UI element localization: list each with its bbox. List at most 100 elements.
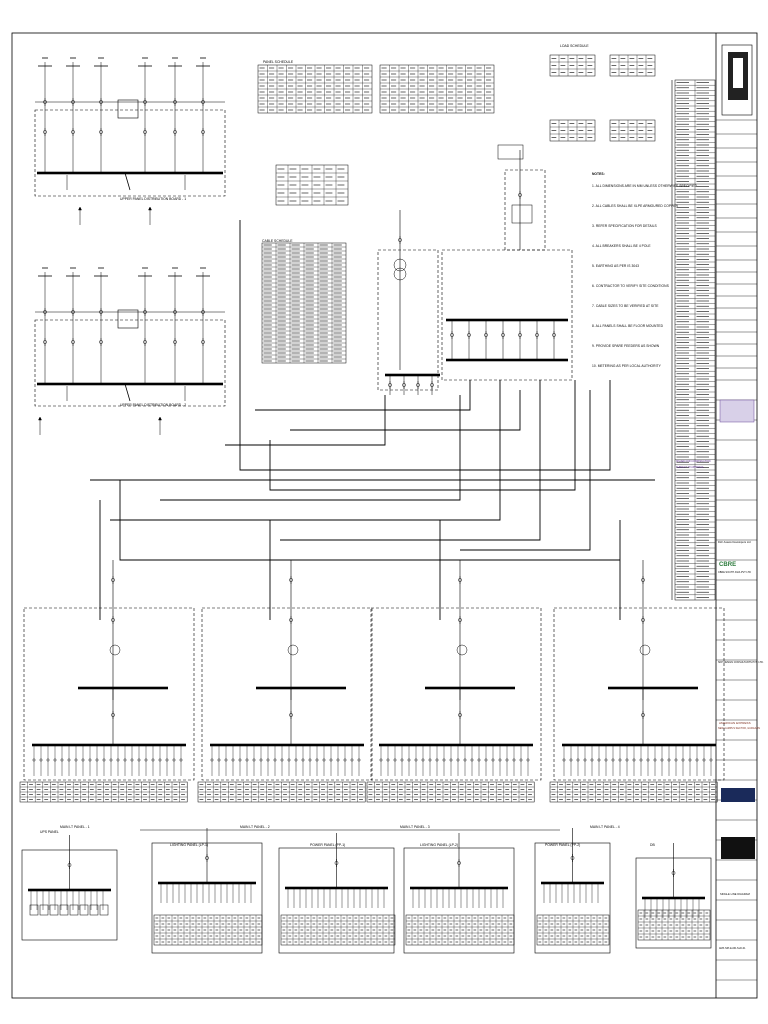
meter-symbol bbox=[109, 644, 121, 656]
mccb-symbol bbox=[400, 758, 404, 762]
panel-busbar bbox=[425, 686, 515, 690]
rating-table bbox=[609, 54, 656, 77]
metering-block bbox=[117, 99, 139, 119]
panel-caption-bottom-4: LIGHTING PANEL (LP-2) bbox=[420, 843, 459, 847]
dg-symbol bbox=[511, 204, 533, 224]
dg-label-box bbox=[497, 144, 524, 160]
dg-panel-boundary bbox=[504, 169, 546, 251]
sub-panel-table bbox=[280, 914, 396, 946]
distribution-busbar bbox=[32, 743, 186, 747]
mccb-symbol bbox=[569, 758, 573, 762]
panel-caption-top-1: UPPER PANEL DISTRIBUTION BOARD - 1 bbox=[120, 197, 187, 201]
interconnect-cable bbox=[290, 390, 521, 431]
mccb-symbol bbox=[224, 758, 228, 762]
stamp-line-2: SUBJECT TO APPROVAL bbox=[676, 466, 704, 469]
mccb-symbol bbox=[576, 758, 580, 762]
panel-caption-mid-1: MAIN LT PANEL - 1 bbox=[60, 825, 90, 829]
mccb-symbol bbox=[336, 758, 340, 762]
meter-symbol bbox=[456, 644, 468, 656]
mccb-symbol bbox=[456, 758, 460, 762]
mccb-symbol bbox=[414, 758, 418, 762]
mccb-symbol bbox=[590, 758, 594, 762]
mccb-symbol bbox=[407, 758, 411, 762]
note-4: 4. ALL BREAKERS SHALL BE 4 POLE bbox=[592, 244, 651, 248]
mccb-symbol bbox=[165, 758, 169, 762]
panel-caption-bottom-6: DB bbox=[650, 843, 655, 847]
key-plan-frame bbox=[721, 44, 753, 116]
main-lt-panel-boundary bbox=[370, 607, 542, 781]
mccb-symbol bbox=[428, 758, 432, 762]
arrow-head bbox=[158, 416, 162, 421]
mccb-symbol bbox=[109, 758, 113, 762]
mccb-symbol bbox=[102, 758, 106, 762]
designer-logo bbox=[721, 788, 755, 802]
transformer-symbol bbox=[393, 267, 407, 281]
table-title-2: LOAD SCHEDULE bbox=[560, 44, 589, 48]
arrow-head bbox=[78, 206, 82, 211]
mccb-symbol bbox=[674, 758, 678, 762]
mccb-symbol bbox=[343, 758, 347, 762]
mccb-symbol bbox=[667, 758, 671, 762]
mccb-symbol bbox=[702, 758, 706, 762]
logo-block bbox=[721, 837, 755, 859]
upper-panel-busbar bbox=[37, 171, 223, 175]
meter-symbol bbox=[639, 644, 651, 656]
mccb-symbol bbox=[151, 758, 155, 762]
mccb-symbol bbox=[252, 758, 256, 762]
rating-table bbox=[609, 119, 656, 142]
ups-module bbox=[39, 904, 49, 916]
mccb-symbol bbox=[273, 758, 277, 762]
notes-title: NOTES: bbox=[592, 172, 605, 176]
interconnect-cable bbox=[460, 390, 591, 551]
bus-coupler bbox=[124, 172, 131, 191]
distribution-busbar bbox=[562, 743, 716, 747]
project-subtitle: NEW CAMPUS SECTOR, GURGAON bbox=[718, 727, 761, 730]
main-lt-panel-boundary bbox=[553, 607, 725, 781]
mccb-symbol bbox=[158, 758, 162, 762]
interconnect-cable bbox=[239, 220, 611, 471]
mccb-symbol bbox=[123, 758, 127, 762]
mccb-symbol bbox=[245, 758, 249, 762]
mccb-symbol bbox=[287, 758, 291, 762]
mccb-symbol bbox=[393, 758, 397, 762]
mccb-symbol bbox=[315, 758, 319, 762]
bus-coupler bbox=[124, 383, 131, 402]
approval-stamp bbox=[719, 399, 755, 423]
arrow-head bbox=[148, 206, 152, 211]
mccb-symbol bbox=[435, 758, 439, 762]
mccb-symbol bbox=[512, 758, 516, 762]
mccb-symbol bbox=[526, 758, 530, 762]
mccb-symbol bbox=[266, 758, 270, 762]
main-busbar-2 bbox=[446, 358, 568, 362]
note-9: 9. PROVIDE SPARE FEEDERS AS SHOWN bbox=[592, 344, 660, 348]
mccb-symbol bbox=[301, 758, 305, 762]
mccb-symbol bbox=[322, 758, 326, 762]
ups-module bbox=[29, 904, 39, 916]
ht-busbar bbox=[385, 373, 440, 377]
mccb-symbol bbox=[597, 758, 601, 762]
table-title-1: CABLE SCHEDULE bbox=[262, 239, 293, 243]
upper-panel-boundary bbox=[34, 109, 226, 197]
note-10: 10. METERING AS PER LOCAL AUTHORITY bbox=[592, 364, 661, 368]
mccb-symbol bbox=[74, 758, 78, 762]
ups-module bbox=[49, 904, 59, 916]
panel-caption-bottom-5: POWER PANEL (PP-2) bbox=[545, 843, 581, 847]
mccb-symbol bbox=[519, 758, 523, 762]
ht-panel-boundary bbox=[377, 249, 439, 391]
interconnect-cable bbox=[160, 395, 461, 501]
mccb-symbol bbox=[357, 758, 361, 762]
mccb-symbol bbox=[81, 758, 85, 762]
title-block: DLF Assets Developers Ltd CBRE CBRE SOUT… bbox=[717, 33, 764, 998]
project-title: AMERICAN EXPRESS bbox=[719, 721, 751, 725]
mccb-symbol bbox=[308, 758, 312, 762]
mccb-symbol bbox=[470, 758, 474, 762]
mccb-symbol bbox=[646, 758, 650, 762]
drawing-number: AMX-NIP-E-DD-SLD-01 bbox=[719, 947, 746, 950]
arrow-head bbox=[38, 416, 42, 421]
mccb-symbol bbox=[179, 758, 183, 762]
mccb-symbol bbox=[583, 758, 587, 762]
key-plan-void bbox=[733, 58, 743, 88]
mccb-symbol bbox=[421, 758, 425, 762]
note-8: 8. ALL PANELS SHALL BE FLOOR MOUNTED bbox=[592, 324, 664, 328]
panel-caption-mid-3: MAIN LT PANEL - 3 bbox=[400, 825, 430, 829]
